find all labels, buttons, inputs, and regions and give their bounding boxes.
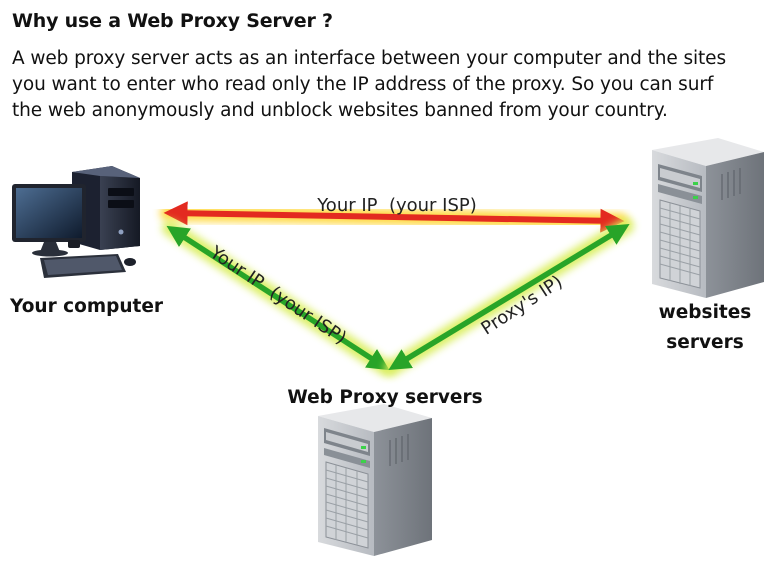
- proxy-servers-label: Web Proxy servers: [287, 387, 483, 408]
- label-computer-proxy: Your IP (your ISP): [205, 242, 350, 349]
- websites-servers-label: websites servers: [630, 298, 778, 358]
- description-paragraph: A web proxy server acts as an interface …: [12, 48, 726, 121]
- arrow-proxy-websites: [384, 218, 634, 376]
- server-tower-icon: [318, 404, 432, 556]
- arrow-computer-websites: [160, 201, 628, 233]
- computer-label: Your computer: [10, 296, 164, 317]
- websites-label-line2: servers: [666, 332, 744, 353]
- websites-label-line1: websites: [658, 302, 752, 323]
- desktop-computer-icon: [12, 166, 140, 278]
- server-tower-icon: [652, 138, 764, 298]
- label-computer-websites: Your IP (your ISP): [316, 195, 477, 216]
- page-title: Why use a Web Proxy Server ?: [12, 10, 333, 32]
- arrow-computer-proxy: [162, 220, 394, 376]
